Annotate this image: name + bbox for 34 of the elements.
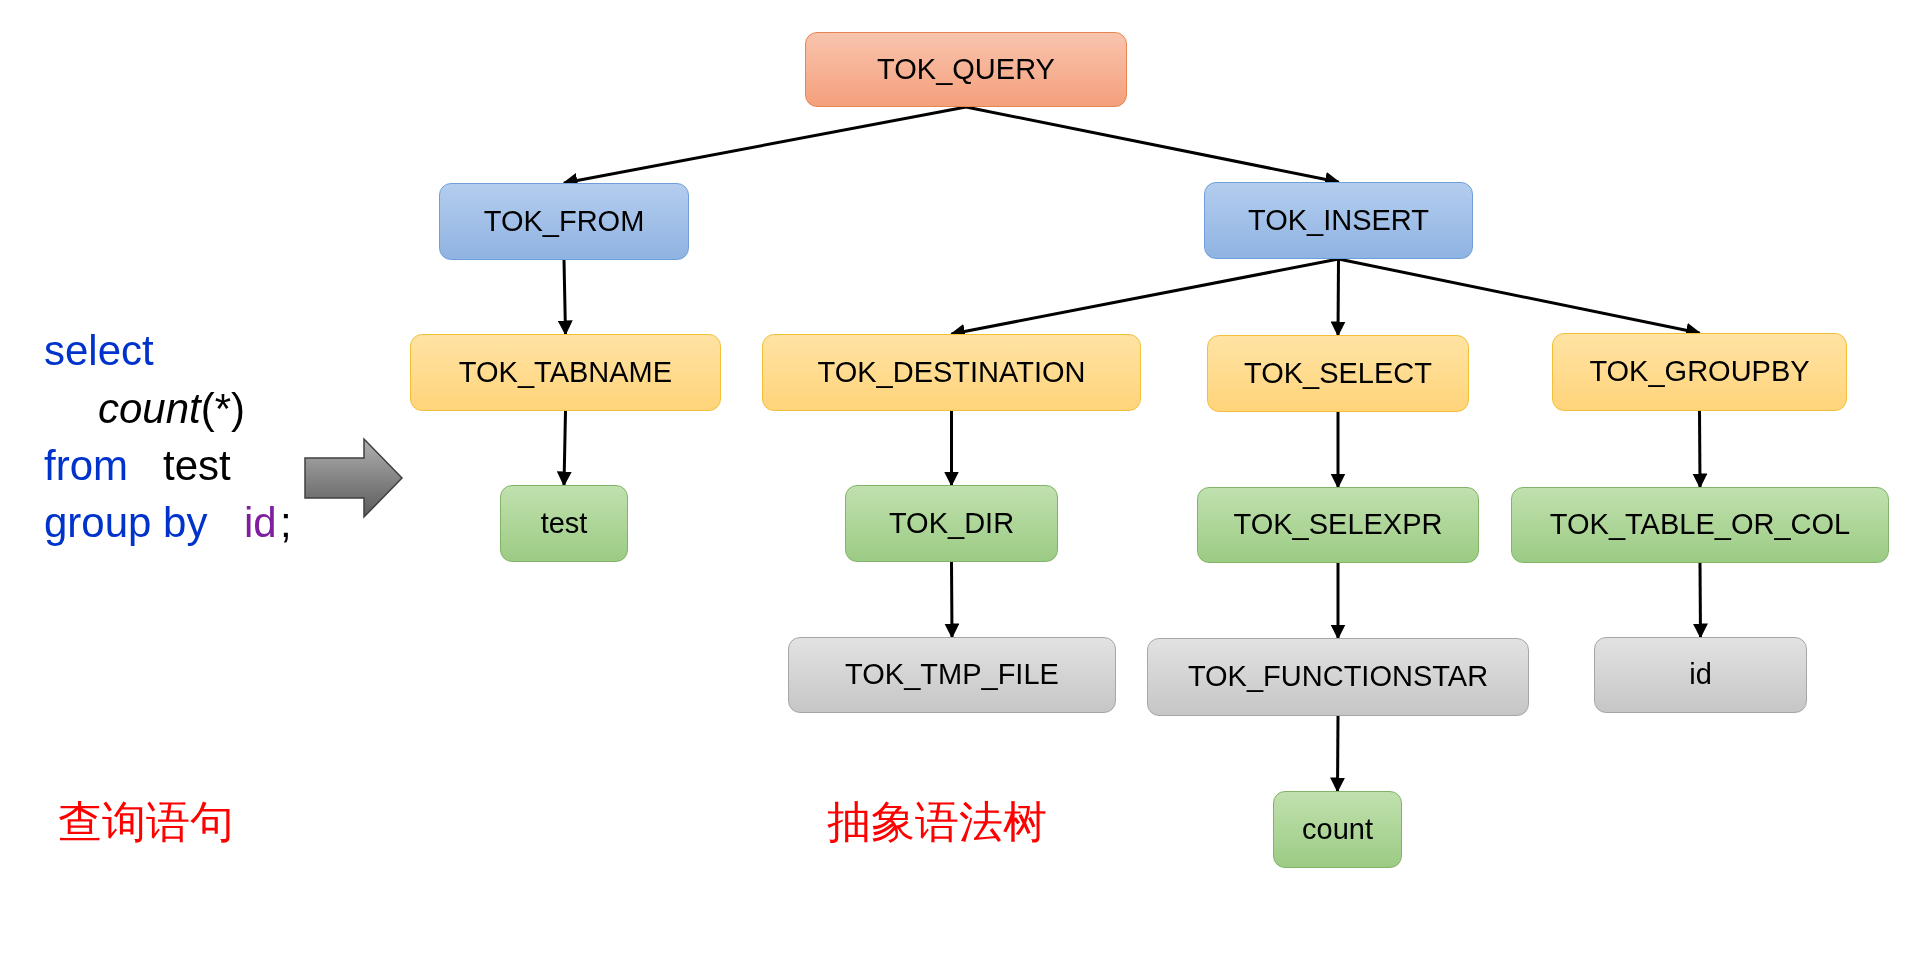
tree-node-box: TOK_FROM: [439, 183, 689, 260]
code-text: id: [244, 502, 277, 544]
arrow: [1330, 716, 1346, 793]
arrow: [1692, 411, 1708, 489]
tree-node-box: TOK_TABLE_OR_COL: [1511, 487, 1889, 563]
arrow: [1692, 563, 1708, 639]
tree-node-box: TOK_GROUPBY: [1552, 333, 1847, 411]
code-text: ;: [280, 502, 292, 544]
arrow: [944, 411, 959, 487]
arrow: [1330, 412, 1346, 489]
caption-text: 查询语句: [58, 800, 234, 844]
arrow: [557, 259, 573, 336]
arrow: [944, 562, 960, 639]
caption-text: 抽象语法树: [827, 800, 1047, 844]
code-text: test: [163, 445, 231, 487]
tree-node-box: TOK_SELEXPR: [1197, 487, 1479, 563]
code-text: select: [44, 330, 154, 372]
tree-node-box: count: [1273, 791, 1402, 868]
arrow: [556, 410, 572, 487]
tree-node-box: id: [1594, 637, 1807, 713]
tree-node-box: TOK_FUNCTIONSTAR: [1147, 638, 1529, 716]
tree-node-box: TOK_TMP_FILE: [788, 637, 1116, 713]
tree-node-box: TOK_QUERY: [805, 32, 1127, 107]
code-text: from: [44, 445, 128, 487]
code-text: group by: [44, 502, 208, 544]
arrow: [1330, 259, 1346, 337]
tree-node-box: TOK_SELECT: [1207, 335, 1469, 412]
tree-node-box: TOK_INSERT: [1204, 182, 1473, 259]
arrow: [1330, 563, 1346, 640]
tree-node-box: TOK_DESTINATION: [762, 334, 1141, 411]
tree-node-box: TOK_TABNAME: [410, 334, 721, 411]
tree-node-box: TOK_DIR: [845, 485, 1058, 562]
tree-node-box: test: [500, 485, 628, 562]
code-text: count(*): [98, 388, 246, 430]
